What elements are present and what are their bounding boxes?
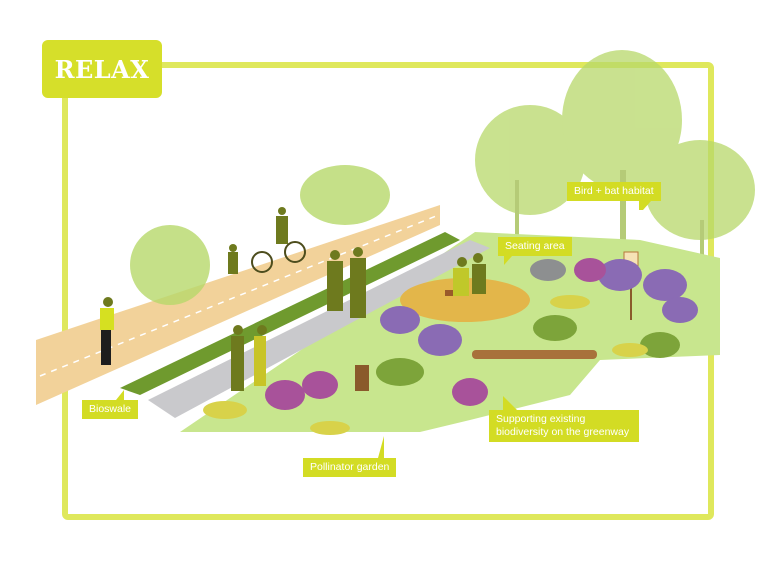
tree-trunk	[620, 170, 626, 270]
callout-text: Supporting existing biodiversity on the …	[496, 413, 630, 438]
log	[472, 350, 597, 359]
jogger	[100, 297, 114, 365]
tree-canopy	[645, 140, 755, 240]
callout-bird-bat-habitat: Bird + bat habitat	[567, 182, 661, 210]
callout-bioswale: Bioswale	[82, 390, 139, 419]
walkers	[327, 247, 366, 318]
tree-canopy	[300, 165, 390, 225]
stump	[355, 365, 369, 391]
birdwatchers	[231, 325, 267, 391]
callout-text: Pollinator garden	[310, 461, 390, 473]
tree-canopy	[562, 50, 682, 190]
tree-trunk	[515, 180, 519, 260]
callout-seating-area: Seating area	[498, 237, 572, 265]
trees-right	[475, 50, 755, 280]
birdhouse-pole	[630, 265, 632, 320]
seating-mulch	[400, 278, 530, 322]
rock	[530, 259, 566, 281]
callout-pointer	[638, 201, 651, 210]
child-biker	[228, 244, 238, 274]
bioswale	[120, 232, 460, 395]
yellow-grasses	[203, 295, 648, 435]
trees-left	[130, 165, 390, 305]
callout-pollinator-garden: Pollinator garden	[303, 436, 397, 477]
callout-pointer	[116, 390, 124, 400]
callout-supporting-biodiversity: Supporting existing biodiversity on the …	[489, 396, 639, 442]
callout-text: Bioswale	[89, 403, 132, 415]
lavender-bushes	[380, 259, 698, 356]
callout-pointer	[503, 396, 517, 410]
cyclist	[251, 207, 306, 273]
title-text: RELAX	[54, 54, 150, 84]
callout-pointer	[378, 436, 384, 458]
callout-text: Seating area	[505, 240, 565, 252]
people	[100, 207, 486, 391]
callout-text: Bird + bat habitat	[574, 185, 654, 197]
title-badge: RELAX	[42, 40, 162, 98]
green-shrubs	[376, 315, 680, 386]
seated-people	[453, 253, 486, 296]
tree-canopy	[475, 105, 585, 215]
callout-pointer	[504, 256, 512, 265]
tree-trunk	[700, 220, 704, 280]
pink-flower-bushes	[265, 258, 606, 410]
tree-canopy	[130, 225, 210, 305]
